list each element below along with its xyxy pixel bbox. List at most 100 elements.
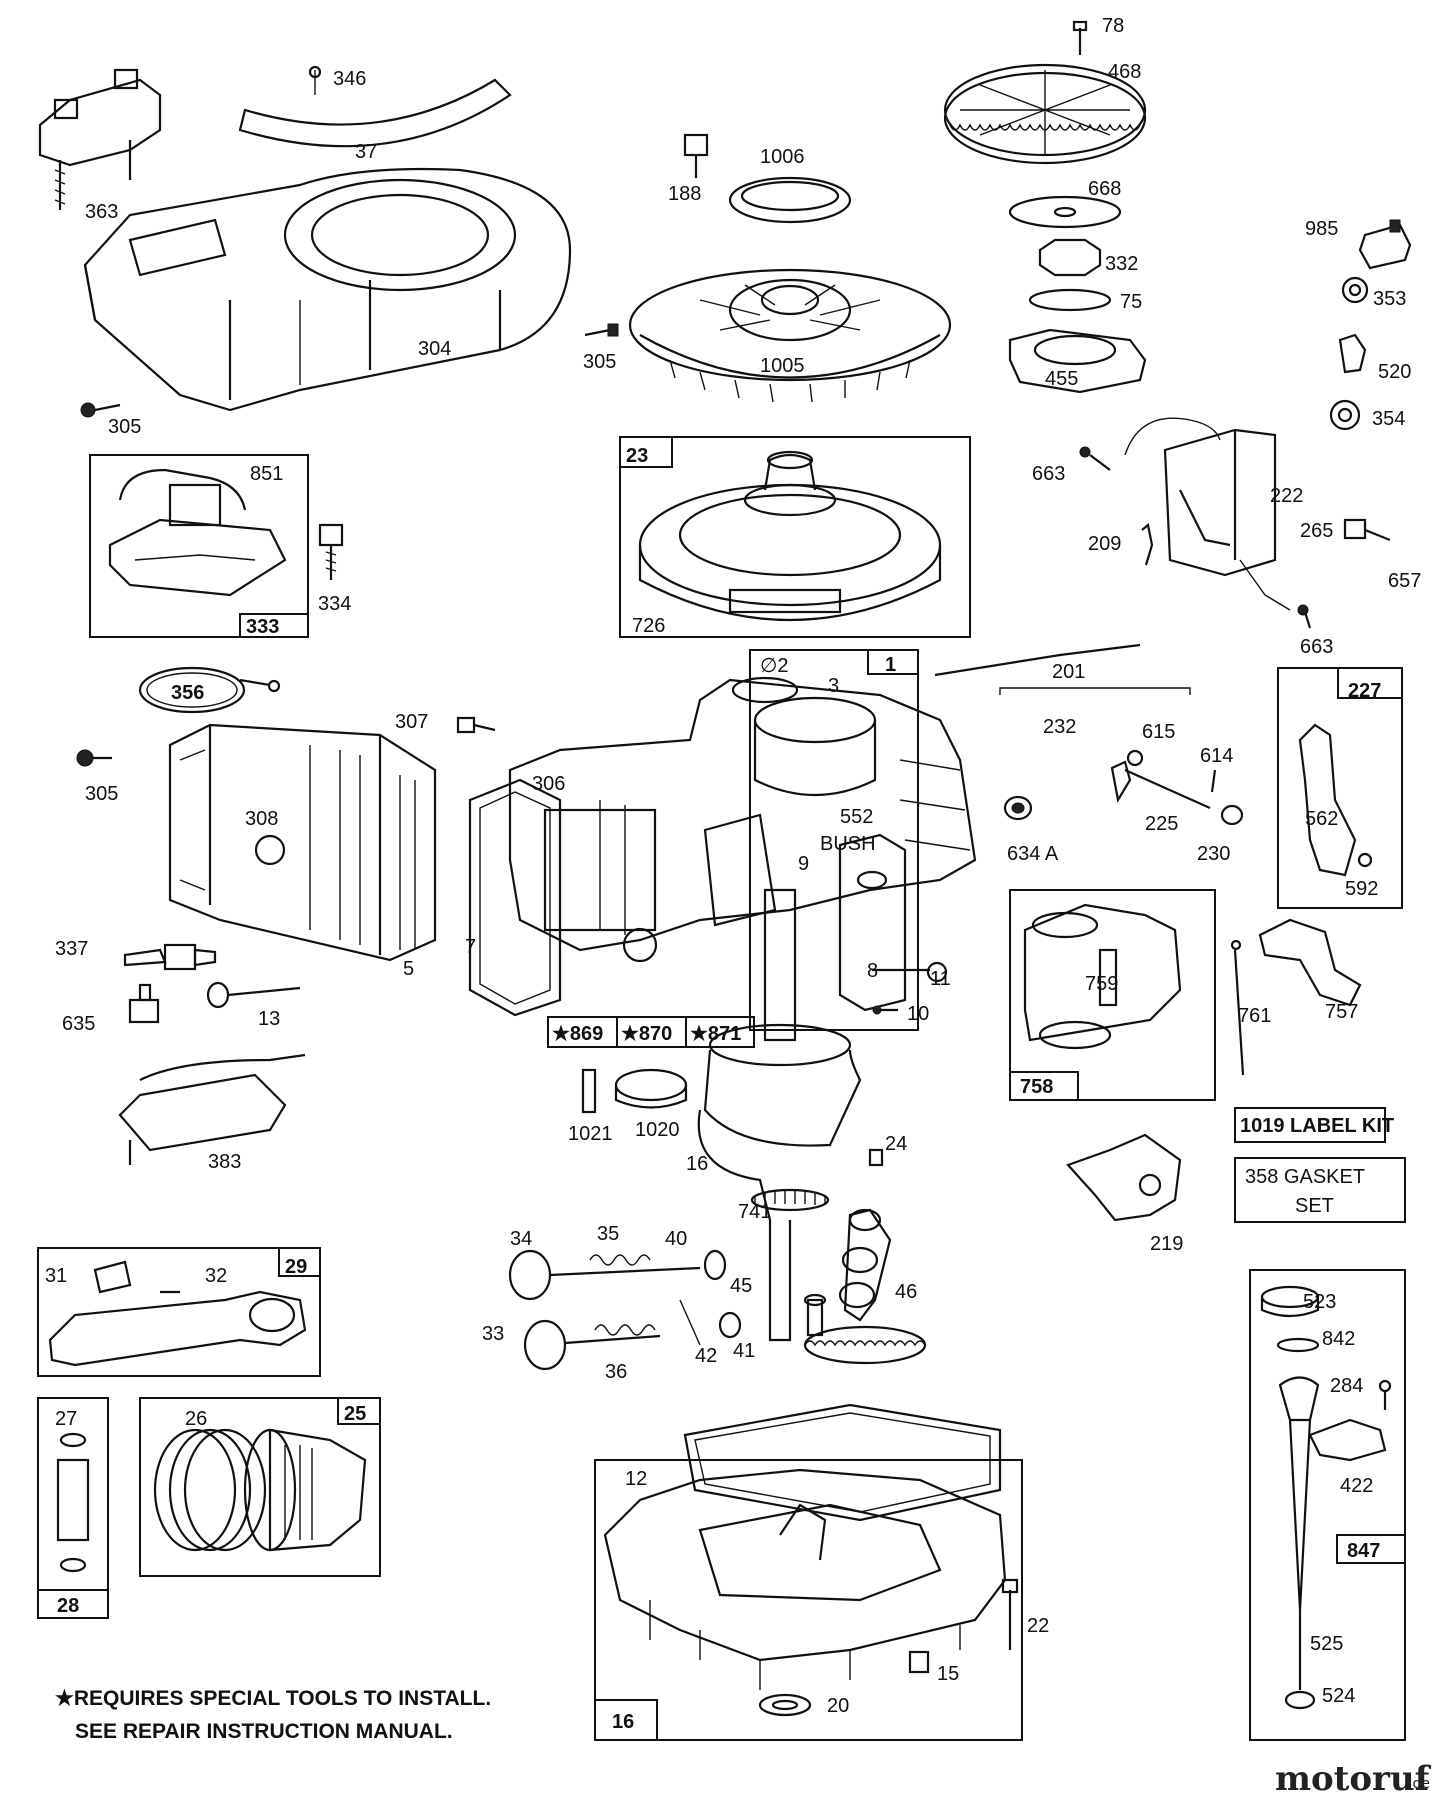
breather-759-drawing [1023, 903, 1182, 1050]
part-label-869: ★869 [552, 1023, 603, 1045]
piston-25-drawing [243, 1428, 367, 1552]
clutch-455-drawing [1008, 328, 1147, 394]
dipstick-kit-box [1249, 1269, 1406, 1741]
sump-box-tag [594, 1699, 658, 1741]
seal-634a-drawing [1003, 795, 1033, 821]
switch-985-drawing [1358, 219, 1412, 270]
camshaft-46-drawing [803, 1208, 927, 1365]
part-label-46: 46 [895, 1281, 917, 1303]
part-label-222: 222 [1270, 485, 1303, 507]
part-label-15: 15 [937, 1663, 959, 1685]
rotating-screen-1006-drawing [728, 176, 852, 224]
gear-1020-drawing [614, 1068, 688, 1109]
part-label-37: 37 [355, 141, 377, 163]
screw-188-drawing [683, 133, 709, 178]
blower-housing-drawing [83, 167, 572, 412]
screw-307-drawing [456, 716, 496, 734]
connecting-rod-29-drawing [48, 1260, 307, 1367]
part-label-2: ∅2 [760, 655, 789, 677]
part-label-45: 45 [730, 1275, 752, 1297]
washer-353-drawing [1341, 276, 1369, 304]
part-label-12: 12 [625, 1468, 647, 1490]
screen-468-drawing [943, 20, 1147, 165]
connecting-rod-29-box [37, 1247, 321, 1377]
screw-284-drawing [1378, 1379, 1392, 1410]
washer-230-drawing [1220, 804, 1244, 826]
part-label-346: 346 [333, 68, 366, 90]
gasket-12-drawing [683, 1403, 1002, 1522]
part-label-332: 332 [1105, 253, 1138, 275]
part-label-525: 525 [1310, 1633, 1343, 1655]
flywheel-box-tag [619, 436, 673, 468]
part-label-9: 9 [798, 853, 809, 875]
dipstick-box-tag [1336, 1534, 1406, 1564]
nut-332-drawing [1038, 238, 1102, 277]
part-label-33: 33 [482, 1323, 504, 1345]
part-label-562: 562 [1305, 808, 1338, 830]
part-label-871: ★871 [690, 1023, 741, 1045]
part-label-306: 306 [532, 773, 565, 795]
governor-lever-562-drawing [1298, 723, 1373, 877]
cylinder-head-308-drawing [168, 723, 437, 962]
armature-851-drawing [108, 468, 287, 597]
key-24-drawing [868, 1148, 884, 1167]
crankshaft-16-drawing [697, 888, 862, 1342]
watermark-brand: motoruf [1275, 1759, 1432, 1799]
piston-pin-box-tag [37, 1589, 109, 1619]
rod-29-box-tag [278, 1247, 321, 1277]
piston-pin-box [37, 1397, 109, 1619]
gasket-set-text-line1: 358 GASKET [1245, 1166, 1365, 1188]
part-label-726: 726 [632, 615, 665, 637]
part-label-bush: BUSH [820, 833, 876, 855]
cylinder-block-drawing [508, 676, 977, 963]
sump-16-drawing [603, 1468, 1007, 1690]
label-kit-box [1234, 1107, 1386, 1143]
part-label-307: 307 [395, 711, 428, 733]
tappet-45-drawing [803, 1293, 827, 1337]
part-label-75: 75 [1120, 291, 1142, 313]
governor-link-201-drawing [934, 643, 1191, 695]
part-label-41: 41 [733, 1340, 755, 1362]
clamp-265-drawing [1343, 518, 1391, 542]
part-label-25: 25 [344, 1403, 366, 1425]
fitting-635-drawing [128, 983, 160, 1024]
valve-34-drawing [508, 1249, 727, 1301]
part-label-27: 27 [55, 1408, 77, 1430]
part-label-455: 455 [1045, 368, 1078, 390]
part-label-759: 759 [1085, 973, 1118, 995]
part-label-36: 36 [605, 1361, 627, 1383]
label-kit-text: 1019 LABEL KIT [1240, 1115, 1394, 1137]
piston-25-box-tag [337, 1397, 381, 1425]
screw-305-top [584, 323, 619, 337]
part-label-870: ★870 [621, 1023, 672, 1045]
part-label-265: 265 [1300, 520, 1333, 542]
cylinder-kit-box [749, 649, 919, 1031]
part-label-356: 356 [171, 682, 204, 704]
plug-15-drawing [908, 1650, 930, 1674]
nut-354-drawing [1329, 399, 1361, 431]
armature-box-tag [239, 613, 309, 638]
spark-plug-337-drawing [123, 943, 217, 971]
part-label-10: 10 [907, 1003, 929, 1025]
connecting-rod-kit-box [1009, 889, 1216, 1101]
air-baffle-drawing [238, 65, 512, 148]
part-label-28: 28 [57, 1595, 79, 1617]
part-label-468: 468 [1108, 61, 1141, 83]
part-label-523: 523 [1303, 1291, 1336, 1313]
screw-10-drawing [872, 1005, 898, 1015]
clip-209-drawing [1141, 522, 1154, 566]
footnote-line2: SEE REPAIR INSTRUCTION MANUAL. [75, 1720, 453, 1743]
washer-668-drawing [1008, 195, 1122, 229]
part-label-24: 24 [885, 1133, 907, 1155]
part-label-337: 337 [55, 938, 88, 960]
part-label-592: 592 [1345, 878, 1378, 900]
control-bracket-222-drawing [1124, 417, 1291, 611]
control-bracket-drawing [38, 68, 162, 210]
part-label-524: 524 [1322, 1685, 1355, 1707]
gasket-set-box [1234, 1157, 1406, 1223]
sump-16-box [594, 1459, 1023, 1741]
part-label-227: 227 [1348, 680, 1381, 702]
part-label-13: 13 [258, 1008, 280, 1030]
